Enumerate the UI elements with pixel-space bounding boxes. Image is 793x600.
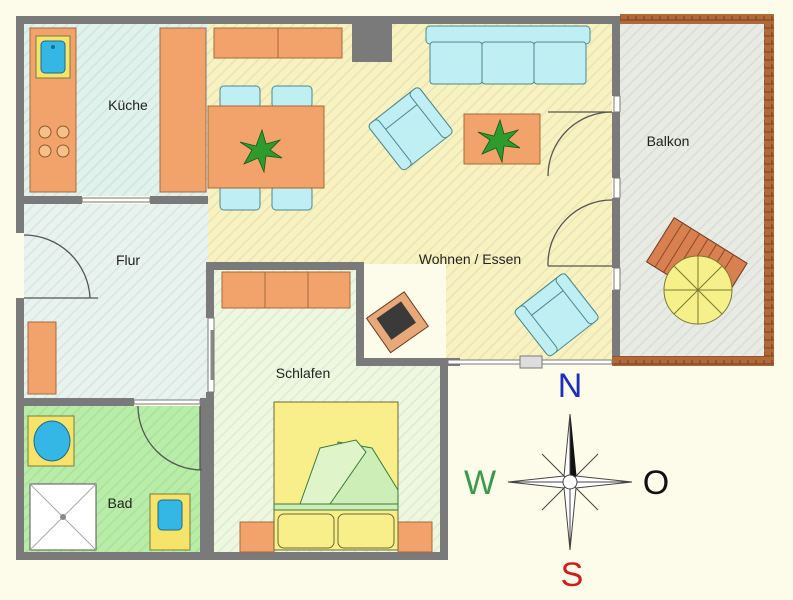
- label-bedroom: Schlafen: [276, 365, 330, 381]
- wall-right-2: [612, 112, 620, 178]
- wall-bedroom-left-lower: [206, 392, 214, 558]
- entry-door-swing: [23, 234, 91, 299]
- wall-right-3: [612, 198, 620, 268]
- window-balcony-2: [613, 177, 621, 199]
- kitchen-opening: [81, 197, 151, 203]
- balcony-door-2-swing: [547, 199, 613, 267]
- doors: [23, 111, 613, 471]
- compass-south: S: [561, 556, 584, 594]
- kitchen-furniture: [29, 27, 207, 193]
- nightstand-right: [397, 521, 433, 553]
- label-bath: Bad: [108, 495, 133, 511]
- wall-bedroom-right: [440, 358, 448, 560]
- balcony-furniture: [645, 217, 748, 325]
- window-frame: [519, 355, 543, 369]
- compass-west: W: [464, 464, 496, 502]
- label-balcony: Balkon: [647, 133, 690, 149]
- plant-icon: [477, 118, 521, 164]
- label-living: Wohnen / Essen: [419, 251, 521, 267]
- balcony-door-1-swing: [547, 111, 613, 177]
- wall-left-upper: [16, 16, 24, 233]
- kitchen-cabinet: [159, 27, 207, 193]
- wall-right-1: [612, 16, 620, 96]
- balcony-parapet-right: [764, 14, 774, 366]
- wall-bedroom-step: [356, 262, 364, 366]
- wall-right-4: [612, 290, 620, 364]
- balcony-parapet-bottom: [612, 356, 772, 366]
- armchair: [514, 273, 599, 357]
- wall-bedroom-step-h: [356, 358, 446, 366]
- room-labels: Küche Flur Wohnen / Essen Balkon Schlafe…: [108, 97, 690, 511]
- wardrobe: [27, 321, 57, 395]
- wall-bedroom-left-upper: [206, 262, 214, 318]
- parasol-icon: [663, 255, 733, 325]
- wall-bottom: [16, 552, 448, 560]
- bath-door-swing: [137, 405, 203, 471]
- living-furniture: [207, 25, 599, 357]
- wall-kitchen-bottom-left: [24, 196, 82, 204]
- armchair: [368, 87, 453, 171]
- wall-top: [16, 16, 620, 24]
- shaft: [352, 24, 392, 62]
- walls: [16, 14, 774, 560]
- stove-icon: [38, 125, 70, 158]
- label-kitchen: Küche: [108, 97, 148, 113]
- bed: [273, 401, 399, 551]
- wall-bath-right: [200, 398, 208, 552]
- label-hall: Flur: [116, 252, 140, 268]
- window-balcony-1: [613, 95, 621, 113]
- toilet-icon: [149, 493, 191, 551]
- wall-left-lower: [16, 298, 24, 560]
- bedroom-wardrobe: [221, 271, 351, 309]
- bath-furniture: [27, 415, 191, 551]
- bath-opening: [133, 399, 201, 405]
- balcony-parapet-top: [620, 14, 774, 24]
- wall-hall-bath: [24, 398, 134, 406]
- tv-icon: [365, 291, 429, 354]
- window-balcony-3: [613, 267, 621, 291]
- plant-icon: [239, 128, 283, 174]
- bedroom-furniture: [221, 271, 433, 553]
- nightstand-left: [239, 521, 275, 553]
- compass-north: N: [558, 367, 583, 405]
- wall-kitchen-bottom-right: [150, 196, 208, 204]
- wall-bedroom-top: [208, 262, 364, 270]
- compass-rose: N O S W: [464, 367, 669, 594]
- hall-furniture: [27, 321, 57, 395]
- compass-east: O: [643, 464, 669, 502]
- sofa: [425, 25, 591, 85]
